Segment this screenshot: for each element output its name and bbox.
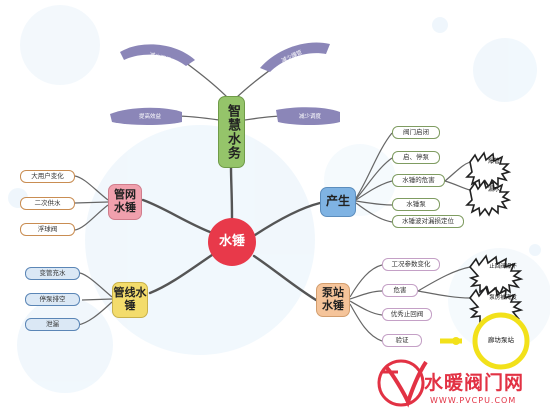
watermark-logo bbox=[377, 359, 428, 408]
right-top-item-0[interactable]: 阀门启闭 bbox=[392, 126, 440, 139]
right-bottom-spokes bbox=[349, 264, 471, 342]
arrow-bubble-shape bbox=[110, 107, 182, 125]
right-bottom-item-0[interactable]: 工况参数变化 bbox=[382, 258, 440, 271]
right-top-item-2[interactable]: 水锤的危害 bbox=[392, 174, 445, 187]
top-item-2: 提高效益 bbox=[138, 113, 161, 120]
watermark-url: WWW.PVCPU.COM bbox=[430, 396, 517, 405]
burst-shapes bbox=[465, 151, 524, 327]
highlight-label: 廊坊泵站 bbox=[488, 336, 514, 345]
left-bottom-spokes bbox=[77, 272, 113, 326]
right-top-burst-1: 漏水 bbox=[487, 185, 500, 193]
arrow-bubbles bbox=[110, 42, 340, 125]
right-top-spokes bbox=[355, 132, 471, 223]
main-branches bbox=[141, 166, 322, 302]
burst-explosion bbox=[465, 151, 512, 189]
left-bottom-item-2[interactable]: 泄漏 bbox=[25, 318, 80, 331]
left-top-item-2[interactable]: 浮球阀 bbox=[20, 223, 75, 236]
watermark-title: 水暖阀门网 bbox=[424, 372, 525, 394]
right-bottom-burst-1: 泵房被淹没 bbox=[489, 294, 517, 301]
right-bottom-item-1[interactable]: 危害 bbox=[382, 284, 418, 297]
center-node[interactable]: 水锤 bbox=[208, 218, 256, 266]
left-bottom-node[interactable]: 管线水锤 bbox=[112, 282, 148, 318]
right-bottom-item-2[interactable]: 优秀止回阀 bbox=[382, 308, 432, 321]
left-bottom-item-1[interactable]: 停泵排空 bbox=[25, 293, 80, 306]
left-top-item-1[interactable]: 二次供水 bbox=[20, 197, 75, 210]
right-bottom-node[interactable]: 泵站水锤 bbox=[316, 283, 350, 317]
arrow-bubble-shape bbox=[260, 42, 330, 72]
left-top-node[interactable]: 管网水锤 bbox=[108, 184, 142, 220]
arrow-bubble-shape bbox=[276, 107, 340, 125]
right-top-node[interactable]: 产生 bbox=[320, 187, 356, 217]
right-top-item-1[interactable]: 启、停泵 bbox=[392, 151, 440, 164]
burst-explosion bbox=[468, 254, 524, 296]
left-top-spokes bbox=[74, 175, 109, 231]
right-top-item-4[interactable]: 水锤波对漏损定位 bbox=[392, 215, 464, 228]
arrow-bubble-shape bbox=[120, 44, 195, 66]
left-bottom-item-0[interactable]: 变管充水 bbox=[25, 267, 80, 280]
right-bottom-burst-0: 止回阀爆坏 bbox=[489, 263, 517, 270]
right-top-item-3[interactable]: 水锤泵 bbox=[392, 198, 440, 211]
right-bottom-item-3[interactable]: 验证 bbox=[382, 334, 422, 347]
burst-explosion bbox=[465, 179, 512, 217]
top-node[interactable]: 智慧水务 bbox=[218, 96, 245, 168]
top-item-3: 减少调度 bbox=[298, 113, 321, 120]
highlight-connector bbox=[440, 312, 530, 370]
left-top-item-0[interactable]: 大用户变化 bbox=[20, 170, 75, 183]
right-top-burst-0: 爆管 bbox=[487, 157, 500, 165]
